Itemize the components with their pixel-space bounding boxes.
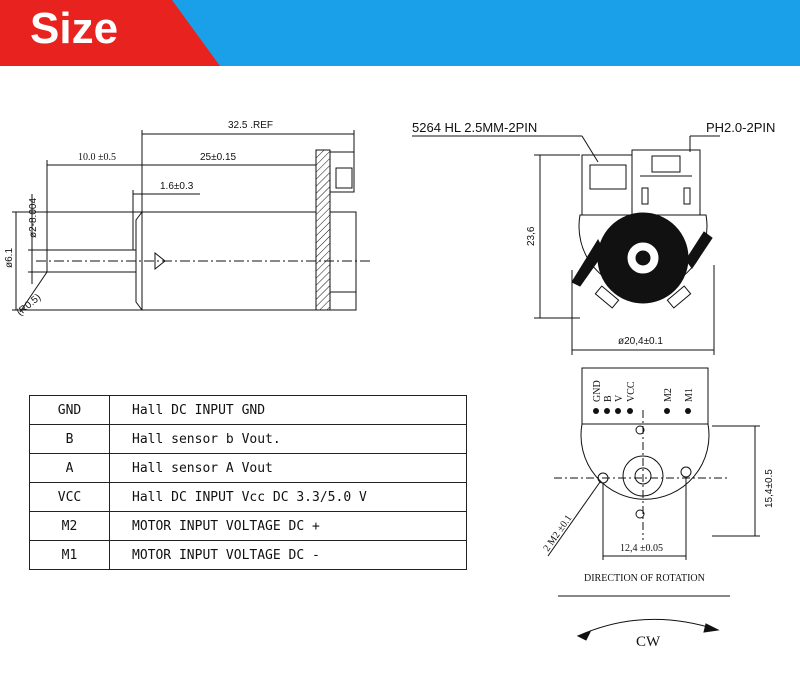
table-row: VCC Hall DC INPUT Vcc DC 3.3/5.0 V [29,482,467,512]
table-row: M2 MOTOR INPUT VOLTAGE DC + [29,511,467,541]
body-diameter-label: ø6.1 [4,248,15,268]
pin-table: GND Hall DC INPUT GND B Hall sensor b Vo… [29,395,467,570]
direction-label: DIRECTION OF ROTATION [584,573,705,584]
pin-label-vcc: VCC [626,381,637,402]
pin-view [547,367,760,641]
rotation-label: CW [636,634,661,650]
pin-cell: A [29,453,110,483]
page-title: Size [30,4,119,53]
pin-cell: VCC [29,482,110,512]
pin-label-m2: M2 [663,388,674,402]
step-length-label: 1.6±0.3 [160,181,194,192]
desc-cell: MOTOR INPUT VOLTAGE DC - [109,540,467,570]
pin-cell: M2 [29,511,110,541]
pin-cell: M1 [29,540,110,570]
hole-label: 2 M2 ±0.1 [541,513,574,554]
shaft-diameter-label: ø2-8.004 [28,198,39,238]
pin-dots [593,408,691,414]
desc-cell: Hall sensor b Vout. [109,424,467,454]
pin-spacing-label: 12,4 ±0.05 [620,543,663,554]
table-row: B Hall sensor b Vout. [29,424,467,454]
desc-cell: Hall sensor A Vout [109,453,467,483]
pin-height-label: 15,4±0.5 [764,469,775,508]
desc-cell: MOTOR INPUT VOLTAGE DC + [109,511,467,541]
end-view [412,135,720,355]
table-row: A Hall sensor A Vout [29,453,467,483]
connector-ph20-label: PH2.0-2PIN [706,120,775,135]
table-row: M1 MOTOR INPUT VOLTAGE DC - [29,540,467,570]
mount-hole-right [680,466,692,478]
pin-label-m1: M1 [684,388,695,402]
end-plate [315,149,331,311]
pin-label-gnd: GND [592,380,603,402]
table-row: GND Hall DC INPUT GND [29,395,467,425]
pin-body-outline [580,423,710,500]
desc-cell: Hall DC INPUT Vcc DC 3.3/5.0 V [109,482,467,512]
end-height-label: 23,6 [526,226,537,246]
pin-label-b: B [603,395,614,402]
desc-cell: Hall DC INPUT GND [109,395,467,425]
connector-ph20 [631,149,701,216]
side-view [12,130,370,313]
end-width-label: ø20,4±0.1 [618,336,663,347]
pin-cell: GND [29,395,110,425]
pin-cell: B [29,424,110,454]
body-length-label: 25±0.15 [200,152,237,163]
shaft-length-label: 10.0 ±0.5 [78,152,116,163]
radius-label: (R0.5) [15,292,43,318]
overall-length-label: 32.5 .REF [228,120,273,131]
connector-5264-label: 5264 HL 2.5MM-2PIN [412,120,537,135]
pin-labels: GND B V VCC M2 M1 [592,380,695,402]
pin-label-v: V [614,394,625,402]
